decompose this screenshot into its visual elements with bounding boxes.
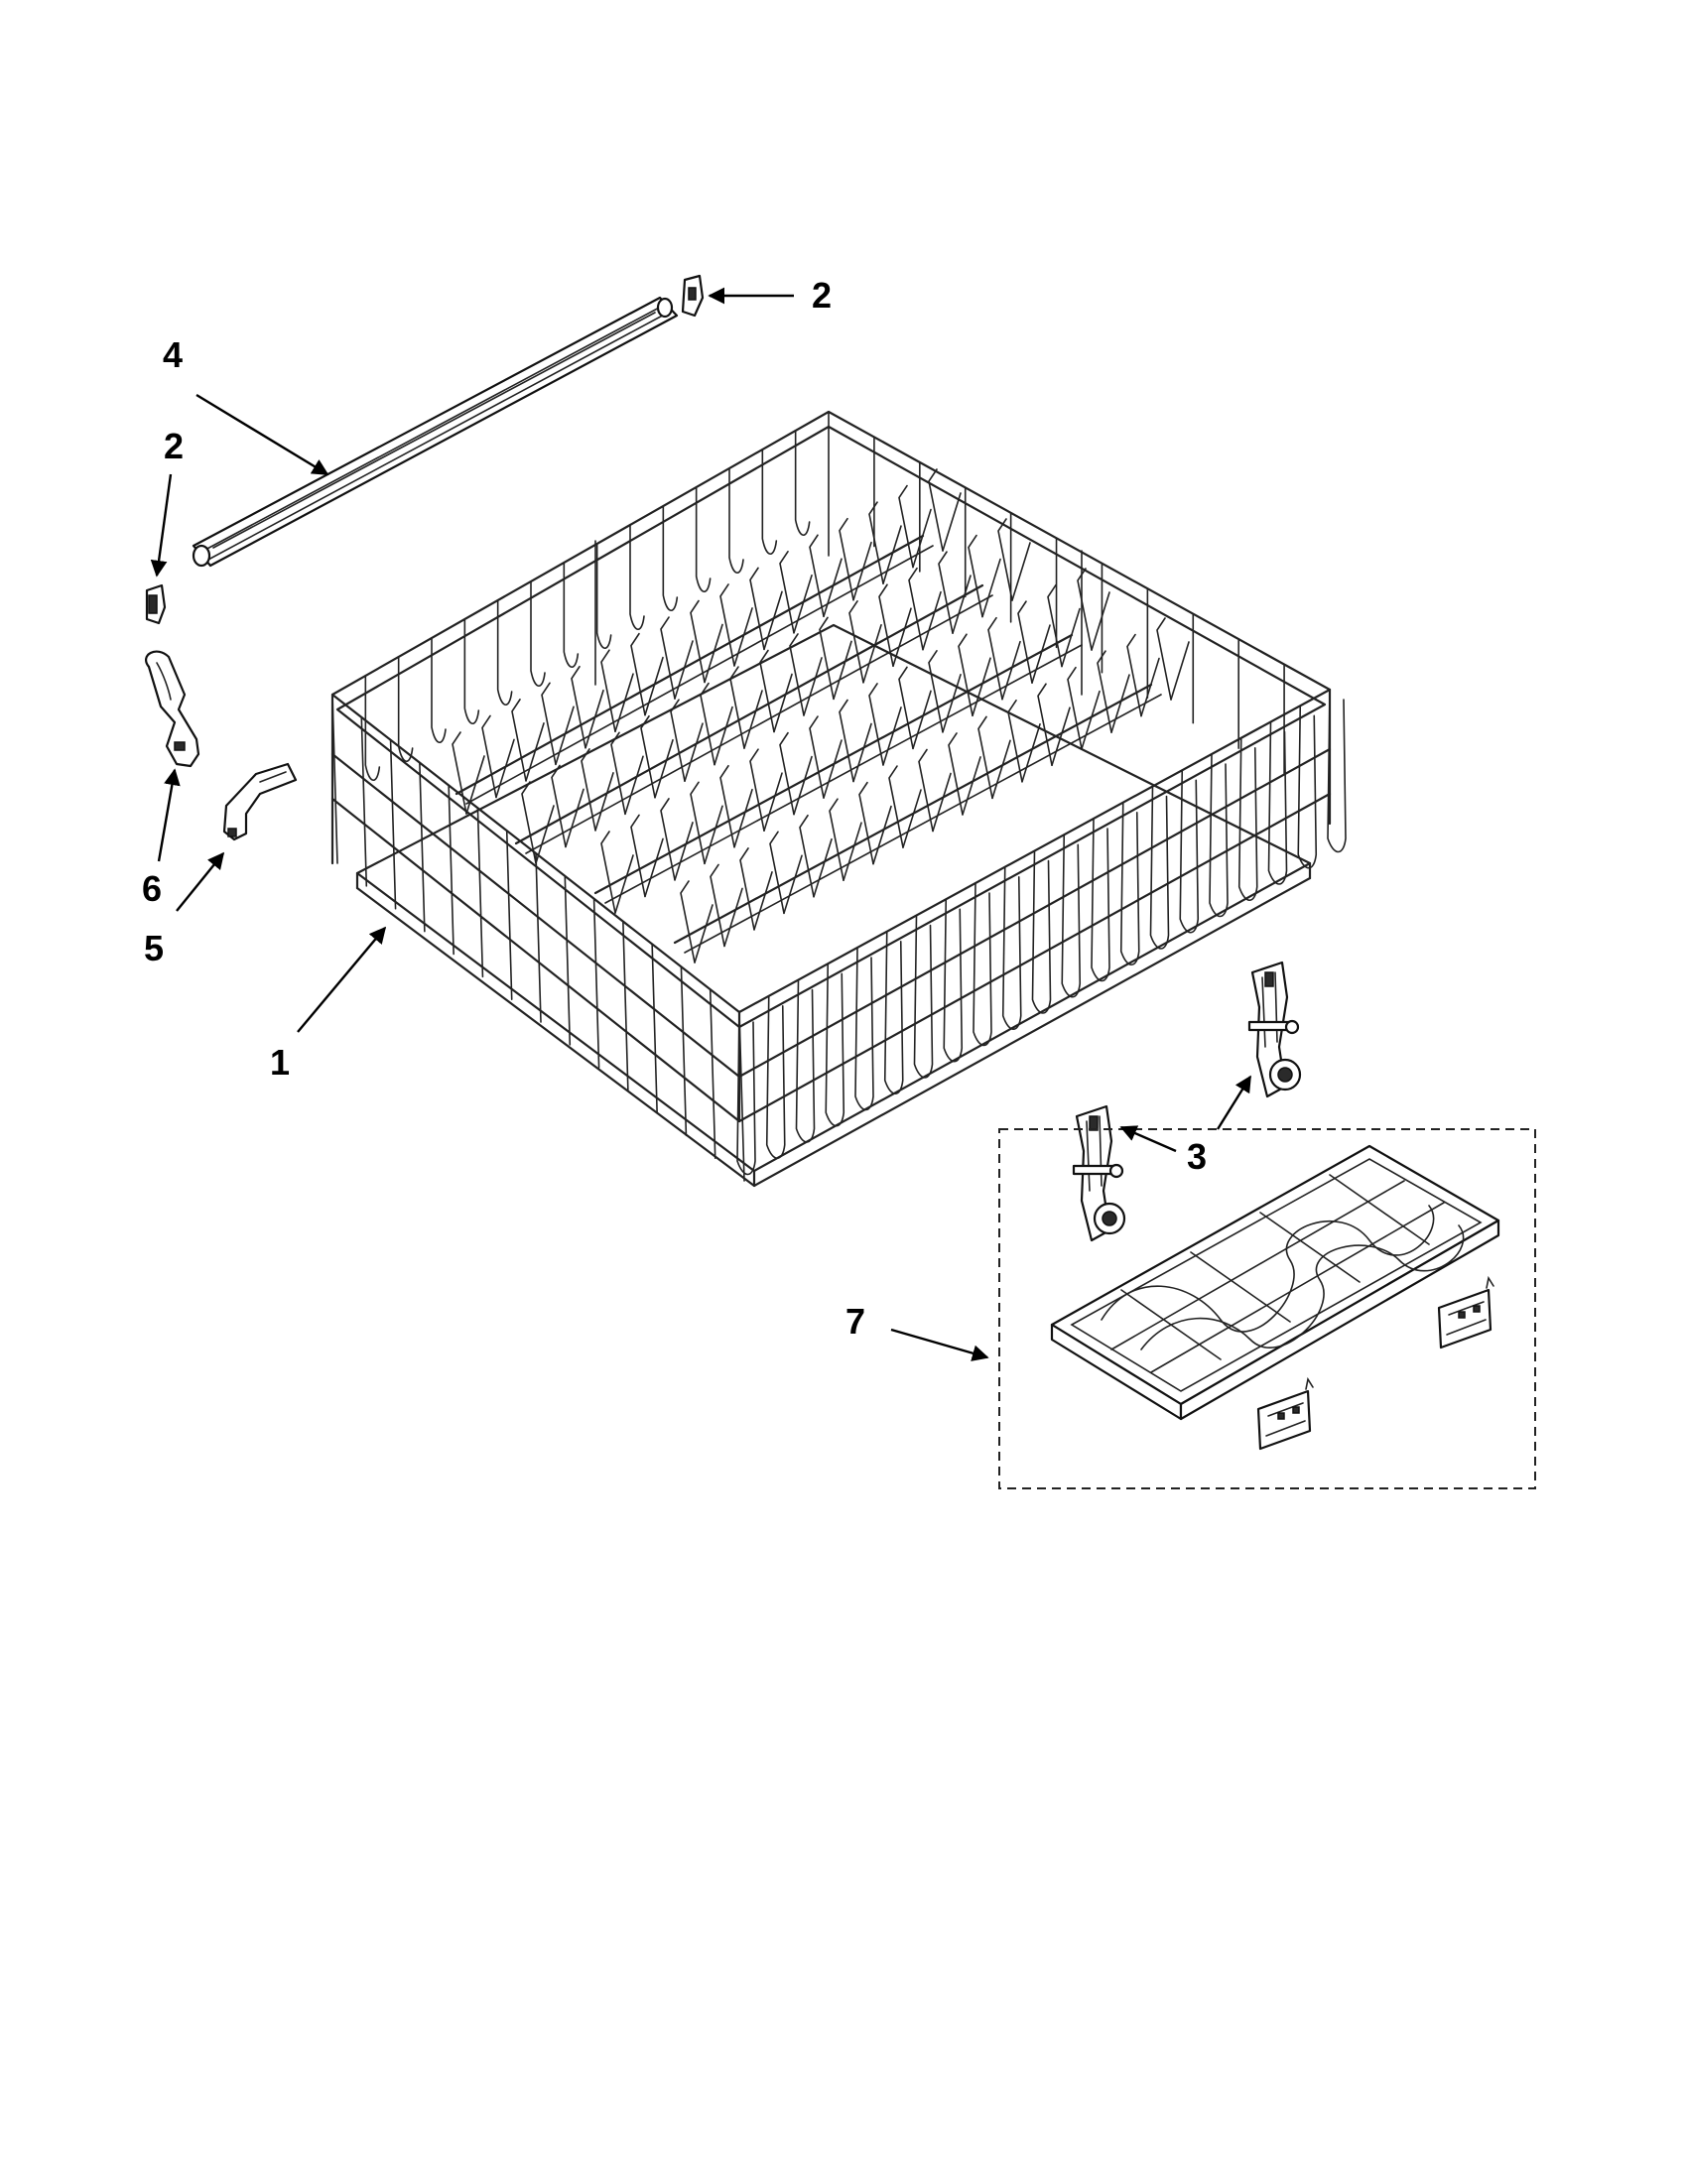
- leader-1: [297, 926, 387, 1033]
- bracket-part: [222, 762, 298, 841]
- tray-clip-right: [1437, 1275, 1494, 1349]
- callout-1: 1: [270, 1042, 290, 1083]
- tray-clip-left: [1256, 1376, 1314, 1451]
- leader-3-right: [1216, 1075, 1252, 1130]
- leader-3-left: [1119, 1125, 1177, 1153]
- leader-6: [157, 768, 181, 862]
- clip-part: [145, 650, 200, 768]
- end-cap-left: [145, 583, 167, 625]
- callout-3: 3: [1187, 1136, 1207, 1177]
- callout-4: 4: [163, 334, 183, 375]
- rack-tines: [331, 430, 1347, 1182]
- callout-2-top: 2: [812, 275, 832, 316]
- leader-2-left: [150, 473, 173, 578]
- end-cap-top: [681, 274, 705, 318]
- roller-assembly-right: [1247, 961, 1302, 1098]
- roller-assembly-left: [1072, 1104, 1126, 1242]
- callout-7: 7: [845, 1301, 865, 1342]
- callout-2-left: 2: [164, 426, 184, 466]
- tray-part: [1050, 1144, 1500, 1421]
- callout-5: 5: [144, 928, 164, 968]
- leader-5: [176, 851, 225, 912]
- leader-4: [195, 393, 329, 476]
- rail-part: [192, 296, 679, 568]
- rack-part: [330, 410, 1332, 1188]
- callout-6: 6: [142, 868, 162, 909]
- leader-lines: [150, 287, 1252, 1361]
- leader-7: [890, 1328, 989, 1361]
- kit-outline: [998, 1128, 1536, 1489]
